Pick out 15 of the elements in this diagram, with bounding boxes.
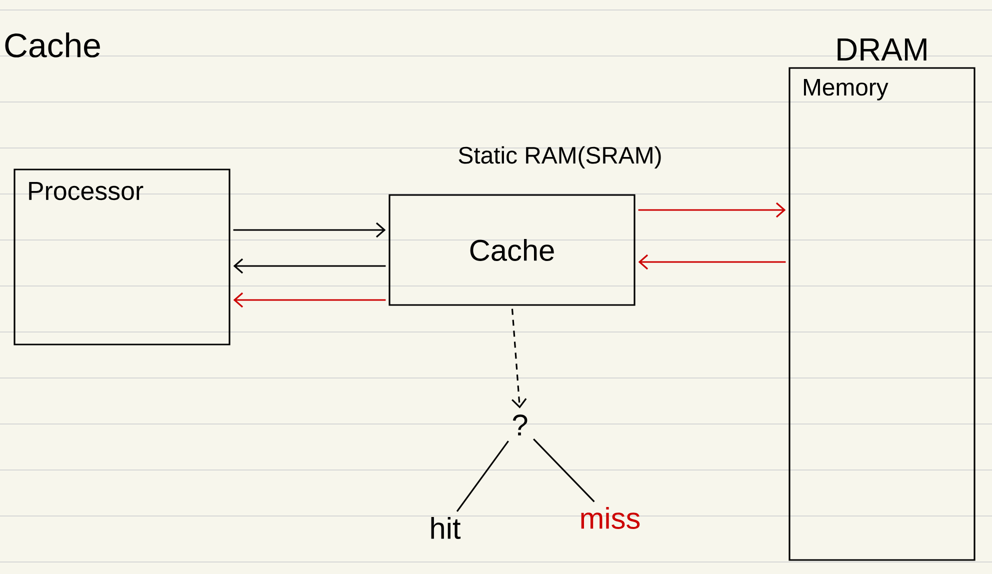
label: ?	[512, 414, 528, 436]
box: Cache	[388, 194, 636, 306]
label: miss	[581, 507, 640, 529]
arrow	[233, 292, 386, 308]
arrow	[233, 258, 386, 274]
box: Memory	[788, 67, 976, 561]
heading: Static RAM(SRAM)	[458, 146, 661, 168]
heading: DRAM	[838, 38, 926, 60]
arrow	[233, 222, 386, 238]
arrow	[511, 308, 527, 408]
arrow	[638, 254, 786, 270]
box: Processor	[14, 168, 230, 346]
label: hit	[431, 517, 461, 539]
title: Cache	[5, 32, 100, 58]
arrow	[638, 202, 786, 218]
